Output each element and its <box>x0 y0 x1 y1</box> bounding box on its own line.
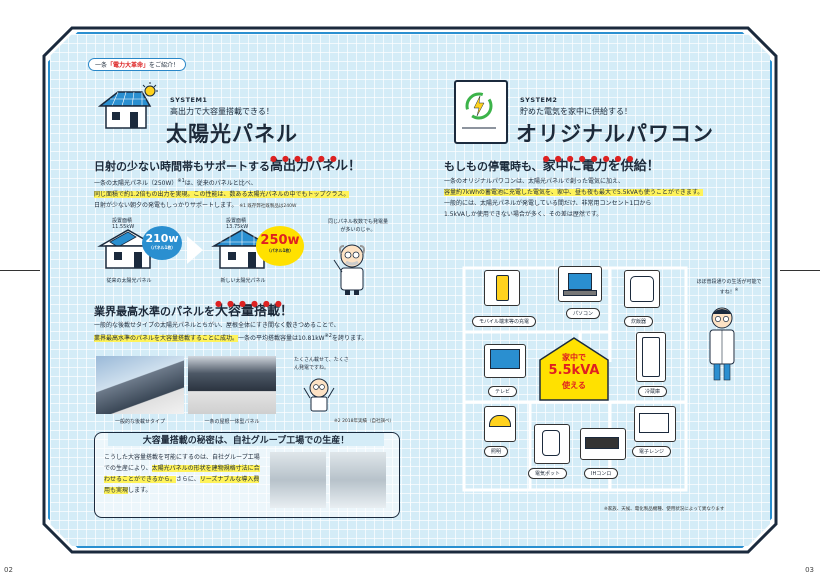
photo-conventional-roof <box>96 356 184 414</box>
center-line1: 家中で <box>562 353 586 362</box>
house2-icon <box>210 228 274 270</box>
page-number-left: 02 <box>4 566 13 574</box>
footnote-2: ※2 2018年実績（自社調べ） <box>334 419 395 424</box>
rice-cooker-icon <box>624 270 660 308</box>
heading-large-capacity: 業界最高水準のパネルを●●●●●●大容量搭載！ <box>94 299 294 319</box>
center-line3: 使える <box>562 381 586 390</box>
house2-label: 新しい太陽光パネル <box>220 278 266 284</box>
house1-badge: 210w （パネル1枚） <box>142 226 182 260</box>
fridge-icon <box>636 332 666 382</box>
photo1-caption: 一般的な後載せタイプ <box>114 419 165 425</box>
microwave-icon <box>634 406 676 442</box>
system2-subtitle: 貯めた電気を家中に供給する！ <box>520 107 632 116</box>
page-number-right: 03 <box>805 566 814 574</box>
system1-label: SYSTEM1 <box>170 96 208 104</box>
factory-photo-2 <box>330 452 386 508</box>
factory-photo-1 <box>270 452 326 508</box>
solar-house-icon <box>97 82 158 132</box>
center-fold-line <box>410 34 411 546</box>
house1-area: 設置面積 11.55kW <box>112 218 135 230</box>
factory-box-title: 大容量搭載の秘密は、自社グループ工場での生産！ <box>108 433 384 446</box>
power-conditioner-icon <box>454 80 508 144</box>
label-mobile: モバイル端末等の充電 <box>472 316 537 327</box>
ih-stove-icon <box>580 428 626 460</box>
tv-icon <box>484 344 526 378</box>
label-rice-cooker: 炊飯器 <box>624 316 654 327</box>
factory-box-text: こうした大容量搭載を可能にするのは、自社グループ工場での生産により、太陽光パネル… <box>104 454 260 494</box>
heading-high-output: 日射の少ない時間帯もサポートする●●●●●●高出力パネル！ <box>94 154 362 174</box>
heading-supply: もしもの停電時も、●●●●●●●●家中に電力を供給！ <box>444 154 660 174</box>
intro-tag: 一条「電力大革命」をご紹介！ <box>88 58 187 71</box>
professor-bubble-1: 同じパネル枚数でも発電量が多いのじゃ。 <box>327 219 388 233</box>
center-line2: 5.5kVA <box>548 363 600 378</box>
smartphone-icon <box>484 270 520 306</box>
trim-mark-left <box>0 270 40 271</box>
paragraph-high-output: 一条の太陽光パネル（250W）※1は、従来のパネルと比べ、 同じ面積で約1.2倍… <box>94 178 350 209</box>
system1-title: 太陽光パネル <box>166 122 298 146</box>
arrow-right-icon <box>187 236 203 264</box>
label-pc: パソコン <box>566 308 601 319</box>
paragraph-large-capacity: 一般的な後載せタイプの太陽光パネルとちがい、屋根全体にすき間なく敷きつめることで… <box>94 322 368 342</box>
professor-illustration <box>330 240 374 296</box>
photo-integrated-roof <box>188 356 276 414</box>
photo2-caption: 一条の屋根一体型パネル <box>204 419 260 425</box>
footnote-right: ※家族、天候、電化製品機種、使用状況によって異なります <box>604 507 725 512</box>
center-house-badge: 家中で 5.5kVA 使える <box>538 336 610 402</box>
house1-label: 従来の太陽光パネル <box>106 278 152 284</box>
laptop-icon <box>558 266 602 302</box>
label-tv: テレビ <box>488 386 518 397</box>
system2-title: オリジナルパワコン <box>516 122 714 146</box>
professor-small-illustration <box>302 376 336 412</box>
house2-area: 設置面積 13.75kW <box>226 218 249 230</box>
professor-bubble-2: たくさん載せて、たくさん発電ですね。 <box>294 357 349 371</box>
light-icon <box>484 406 516 442</box>
scientist-bubble: ほぼ普段通りの生活が可能ですね！※ <box>696 279 762 296</box>
label-light: 照明 <box>484 446 509 457</box>
electric-pot-icon <box>534 424 570 464</box>
system2-label: SYSTEM2 <box>520 96 558 104</box>
system1-subtitle: 高出力で大容量搭載できる！ <box>170 107 274 116</box>
paragraph-supply: 一条のオリジナルパワコンは、太陽光パネルで創った電気に加え、 容量約7kWhの蓄… <box>444 178 704 218</box>
label-ih: IHコンロ <box>584 468 619 479</box>
label-pot: 電気ポット <box>528 468 568 479</box>
house2-badge: 250w （パネル1枚） <box>256 226 304 266</box>
scientist-illustration <box>702 304 742 384</box>
label-microwave: 電子レンジ <box>632 446 672 457</box>
label-fridge: 冷蔵庫 <box>638 386 668 397</box>
trim-mark-right <box>780 270 820 271</box>
